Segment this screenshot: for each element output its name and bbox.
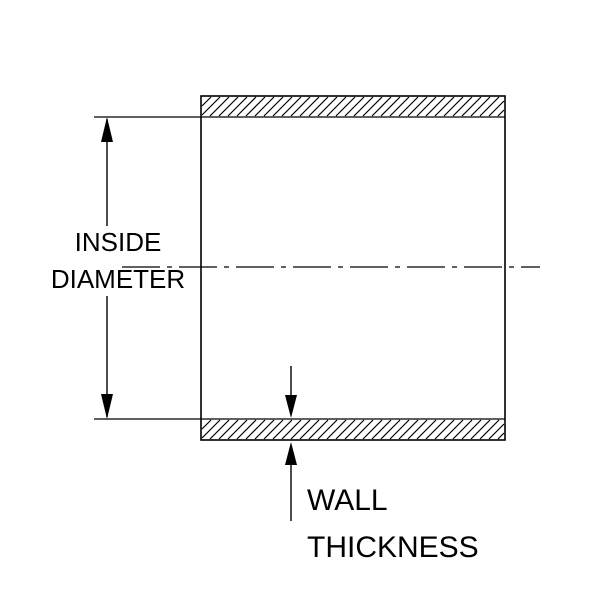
- hatch-line: [389, 96, 410, 117]
- hatch-line: [263, 419, 284, 440]
- hatch-line: [434, 419, 455, 440]
- hatch-line: [470, 96, 491, 117]
- tube-outer-rect: [200, 95, 506, 441]
- hatch-line: [452, 419, 473, 440]
- hatch-line: [479, 419, 500, 440]
- hatch-line: [317, 96, 338, 117]
- hatch-line: [317, 419, 338, 440]
- hatch-line: [371, 96, 392, 117]
- hatch-line: [371, 419, 392, 440]
- hatch-line: [497, 109, 505, 117]
- top-wall-hatch: [201, 96, 505, 117]
- inside-diameter-arrow-up-icon: [101, 117, 113, 142]
- hatch-line: [245, 419, 266, 440]
- hatch-line: [227, 96, 248, 117]
- hatch-line: [299, 96, 320, 117]
- hatch-line: [443, 419, 464, 440]
- hatch-line: [245, 96, 266, 117]
- hatch-line: [236, 419, 257, 440]
- hatch-line: [272, 96, 293, 117]
- hatch-line: [353, 96, 374, 117]
- tube-outline: [94, 95, 506, 441]
- hatch-line: [362, 96, 383, 117]
- hatch-line: [218, 419, 239, 440]
- hatch-line: [353, 419, 374, 440]
- hatch-line: [227, 419, 248, 440]
- hatch-line: [335, 96, 356, 117]
- hatch-line: [362, 419, 383, 440]
- hatch-line: [425, 96, 446, 117]
- inside-diameter-dimension: [101, 117, 113, 419]
- hatch-line: [461, 96, 482, 117]
- hatch-line: [201, 96, 221, 116]
- hatch-line: [407, 419, 428, 440]
- hatch-line: [398, 96, 419, 117]
- inside-diameter-label-line2: DIAMETER: [51, 264, 185, 294]
- hatch-line: [308, 96, 329, 117]
- hatch-line: [201, 96, 212, 107]
- hatch-line: [236, 96, 257, 117]
- hatch-line: [488, 423, 505, 440]
- hatch-line: [344, 96, 365, 117]
- hatch-line: [389, 419, 410, 440]
- hatch-line: [407, 96, 428, 117]
- hatch-line: [398, 419, 419, 440]
- hatch-line: [434, 96, 455, 117]
- hatch-line: [290, 419, 311, 440]
- hatch-line: [344, 419, 365, 440]
- hatch-line: [416, 96, 437, 117]
- inside-diameter-arrow-down-icon: [101, 394, 113, 419]
- bottom-wall-hatch: [201, 419, 505, 440]
- hatch-line: [443, 96, 464, 117]
- hatch-line: [488, 100, 505, 117]
- wall-thickness-arrow-down-icon: [285, 395, 297, 418]
- hatch-line: [201, 419, 221, 439]
- hatch-line: [299, 419, 320, 440]
- hatch-line: [281, 96, 302, 117]
- wall-thickness-arrow-up-icon: [285, 442, 297, 465]
- hatch-line: [263, 96, 284, 117]
- wall-thickness-label-line1: WALL: [307, 484, 388, 517]
- hatch-line: [201, 419, 212, 430]
- wall-thickness-callout: [285, 366, 297, 521]
- hatch-line: [380, 419, 401, 440]
- hatch-line: [380, 96, 401, 117]
- hatch-line: [326, 96, 347, 117]
- hatch-line: [470, 419, 491, 440]
- hatch-line: [281, 419, 302, 440]
- hatch-line: [479, 96, 500, 117]
- hatch-line: [452, 96, 473, 117]
- wall-thickness-label-line2: THICKNESS: [307, 531, 479, 564]
- hatch-line: [209, 96, 230, 117]
- hatch-line: [425, 419, 446, 440]
- hatch-line: [254, 419, 275, 440]
- hatch-line: [218, 96, 239, 117]
- hatch-line: [335, 419, 356, 440]
- hatch-line: [497, 432, 505, 440]
- hatch-line: [272, 419, 293, 440]
- hatch-line: [254, 96, 275, 117]
- inside-diameter-label-line1: INSIDE: [75, 227, 162, 257]
- hatch-line: [290, 96, 311, 117]
- hatch-line: [461, 419, 482, 440]
- hatch-line: [326, 419, 347, 440]
- hatch-line: [209, 419, 230, 440]
- hatch-line: [416, 419, 437, 440]
- hatch-line: [308, 419, 329, 440]
